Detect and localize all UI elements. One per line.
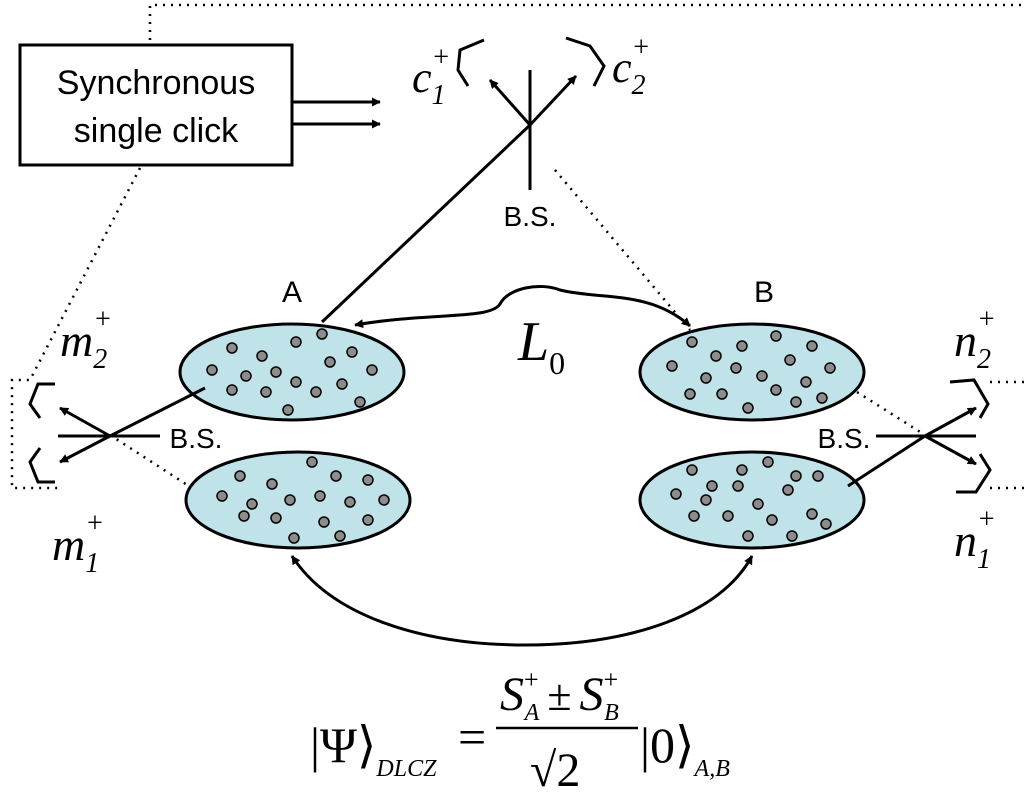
formula-numerator: S+A±S+B <box>500 665 619 726</box>
detector-brackets <box>28 36 992 494</box>
atoms <box>670 456 832 542</box>
beam-splitter-right-label: B.S. <box>818 423 871 454</box>
photon-paths <box>109 123 926 488</box>
detector-n1-icon <box>956 453 992 494</box>
detector-n1-label: n1+ <box>954 504 996 575</box>
dotted-signal-lines <box>10 3 1024 492</box>
detector-m2-icon <box>28 382 55 419</box>
formula-rhs: |0⟩A,B <box>640 717 730 782</box>
beam-splitter-left-label: B.S. <box>170 423 223 454</box>
detector-n2-icon <box>949 378 990 419</box>
sync-box-line2: single click <box>74 112 239 150</box>
detector-c1-label: c1+ <box>412 42 450 111</box>
atoms <box>666 330 836 414</box>
detector-c1-icon <box>456 38 485 87</box>
ensemble-b-lower <box>638 450 866 550</box>
atoms <box>216 456 390 544</box>
sync-box-line1: Synchronous <box>57 64 255 102</box>
detector-m1-icon <box>28 447 55 484</box>
detector-c2-label: c2+ <box>612 32 650 101</box>
detector-m1-label: m1+ <box>52 508 104 579</box>
entanglement-links <box>290 285 754 647</box>
beam-splitter-left <box>58 406 160 464</box>
detector-m2-label: m2+ <box>60 304 112 375</box>
atoms <box>206 328 378 416</box>
beam-splitter-right <box>876 406 977 466</box>
ensemble-b-upper <box>638 322 866 422</box>
sync-output-arrows <box>292 97 381 129</box>
formula-lhs: |Ψ⟩DLCZ <box>310 717 437 782</box>
detector-n2-label: n2+ <box>954 304 996 375</box>
beam-splitter-top <box>488 70 578 190</box>
detector-c2-icon <box>565 36 606 87</box>
ensemble-a-lower <box>184 450 412 550</box>
formula-denominator: √2 <box>530 744 580 797</box>
dlcz-state-formula: |Ψ⟩DLCZ = S+A±S+B √2 |0⟩A,B <box>310 665 730 797</box>
link-length-label: L0 <box>517 311 565 381</box>
beam-splitter-top-label: B.S. <box>504 201 557 232</box>
ensemble-b-label: B <box>754 276 774 309</box>
ensemble-a-upper <box>178 322 406 422</box>
sync-click-box: Synchronous single click <box>18 43 294 167</box>
formula-equals: = <box>458 709 486 765</box>
ensemble-a-label: A <box>282 276 302 309</box>
